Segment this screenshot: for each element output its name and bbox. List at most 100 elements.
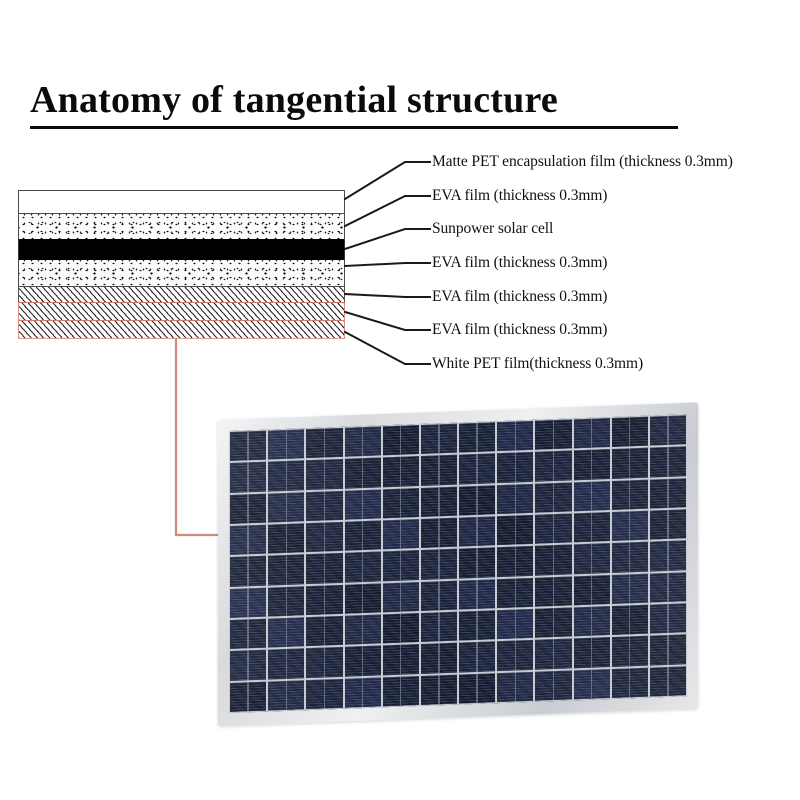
connector-polyline [174, 337, 224, 537]
solar-cell [611, 447, 648, 479]
solar-cell [459, 672, 496, 704]
solar-cell [535, 670, 572, 701]
solar-cell [382, 581, 419, 613]
solar-cell [573, 418, 610, 449]
label-eva-1: EVA film (thickness 0.3mm) [432, 187, 608, 204]
page-title-text: Anatomy of tangential structure [30, 79, 558, 121]
solar-cell [535, 544, 572, 576]
solar-cell [344, 457, 381, 489]
solar-cell [420, 454, 457, 486]
solar-cell [497, 640, 534, 671]
solar-cell [420, 611, 457, 643]
solar-cell [268, 523, 305, 554]
solar-cell [382, 487, 419, 519]
solar-cell [497, 420, 534, 452]
solar-cell [611, 510, 648, 542]
solar-cell [306, 427, 343, 459]
solar-cell [611, 635, 648, 667]
solar-cell [459, 422, 496, 453]
solar-cell [230, 430, 267, 462]
solar-cell [649, 540, 686, 572]
solar-cell [459, 453, 496, 485]
solar-cell [306, 459, 343, 490]
solar-cell [268, 554, 305, 586]
solar-cell [230, 587, 267, 618]
solar-cell [611, 604, 648, 636]
solar-cell [535, 513, 572, 545]
solar-cell [573, 668, 610, 700]
solar-cell [268, 460, 305, 492]
solar-cell [573, 543, 610, 575]
solar-cell [230, 618, 267, 650]
layer-matte-pet-top [18, 190, 345, 214]
leader-line-eva-2 [343, 262, 431, 268]
solar-cell [306, 521, 343, 553]
solar-cell [497, 608, 534, 640]
solar-cell [611, 541, 648, 573]
solar-cell [573, 574, 610, 606]
solar-cell [649, 415, 686, 446]
solar-cell [459, 484, 496, 516]
solar-cell [344, 551, 381, 583]
solar-cell [497, 546, 534, 577]
label-solar-cell: Sunpower solar cell [432, 220, 554, 237]
solar-cell [649, 603, 686, 634]
solar-cell [535, 419, 572, 451]
solar-cell [611, 573, 648, 604]
solar-cell [306, 490, 343, 522]
solar-cell [268, 648, 305, 680]
label-matte-pet-top: Matte PET encapsulation film (thickness … [432, 153, 733, 170]
solar-cell [649, 634, 686, 666]
solar-cell [382, 425, 419, 456]
solar-cell [649, 509, 686, 540]
solar-panel-laminate [229, 414, 687, 713]
leader-line-eva-3 [343, 292, 431, 298]
solar-cell [230, 555, 267, 587]
layer-stack-bottom-edge [18, 338, 345, 340]
leader-line-white-pet [343, 330, 431, 365]
solar-cell [459, 547, 496, 579]
solar-cell [649, 665, 686, 697]
solar-cell [535, 576, 572, 607]
solar-cell [230, 649, 267, 681]
solar-cell [382, 519, 419, 550]
solar-cell [230, 493, 267, 524]
solar-cell-grid [229, 414, 687, 713]
solar-cell [344, 583, 381, 614]
solar-cell [306, 678, 343, 710]
solar-cell [573, 449, 610, 481]
solar-cell [382, 644, 419, 676]
solar-cell [420, 486, 457, 517]
solar-cell [344, 426, 381, 458]
solar-cell [382, 613, 419, 644]
solar-cell [420, 548, 457, 580]
solar-cell [420, 580, 457, 611]
leader-line-solar-cell [343, 228, 431, 251]
solar-cell [268, 679, 305, 711]
leader-line-eva-4 [343, 310, 431, 331]
solar-cell [382, 456, 419, 488]
layer-eva-3 [18, 287, 345, 303]
solar-cell [535, 638, 572, 670]
solar-cell [268, 585, 305, 617]
solar-cell [649, 477, 686, 509]
solar-cell [649, 571, 686, 603]
layer-eva-1 [18, 214, 345, 239]
solar-cell [535, 607, 572, 639]
layer-solar-cell [18, 239, 345, 260]
layer-eva-4 [18, 303, 345, 321]
solar-cell [268, 429, 305, 460]
solar-cell [230, 461, 267, 493]
solar-cell [497, 577, 534, 609]
solar-cell [230, 524, 267, 556]
label-eva-4: EVA film (thickness 0.3mm) [432, 321, 608, 338]
solar-cell [497, 514, 534, 546]
solar-cell [306, 615, 343, 647]
solar-cell [497, 452, 534, 483]
solar-cell [611, 667, 648, 698]
solar-cell [535, 482, 572, 513]
solar-cell [420, 517, 457, 549]
solar-panel [218, 402, 698, 726]
solar-cell [230, 681, 267, 712]
layer-stack-diagram [18, 190, 345, 340]
